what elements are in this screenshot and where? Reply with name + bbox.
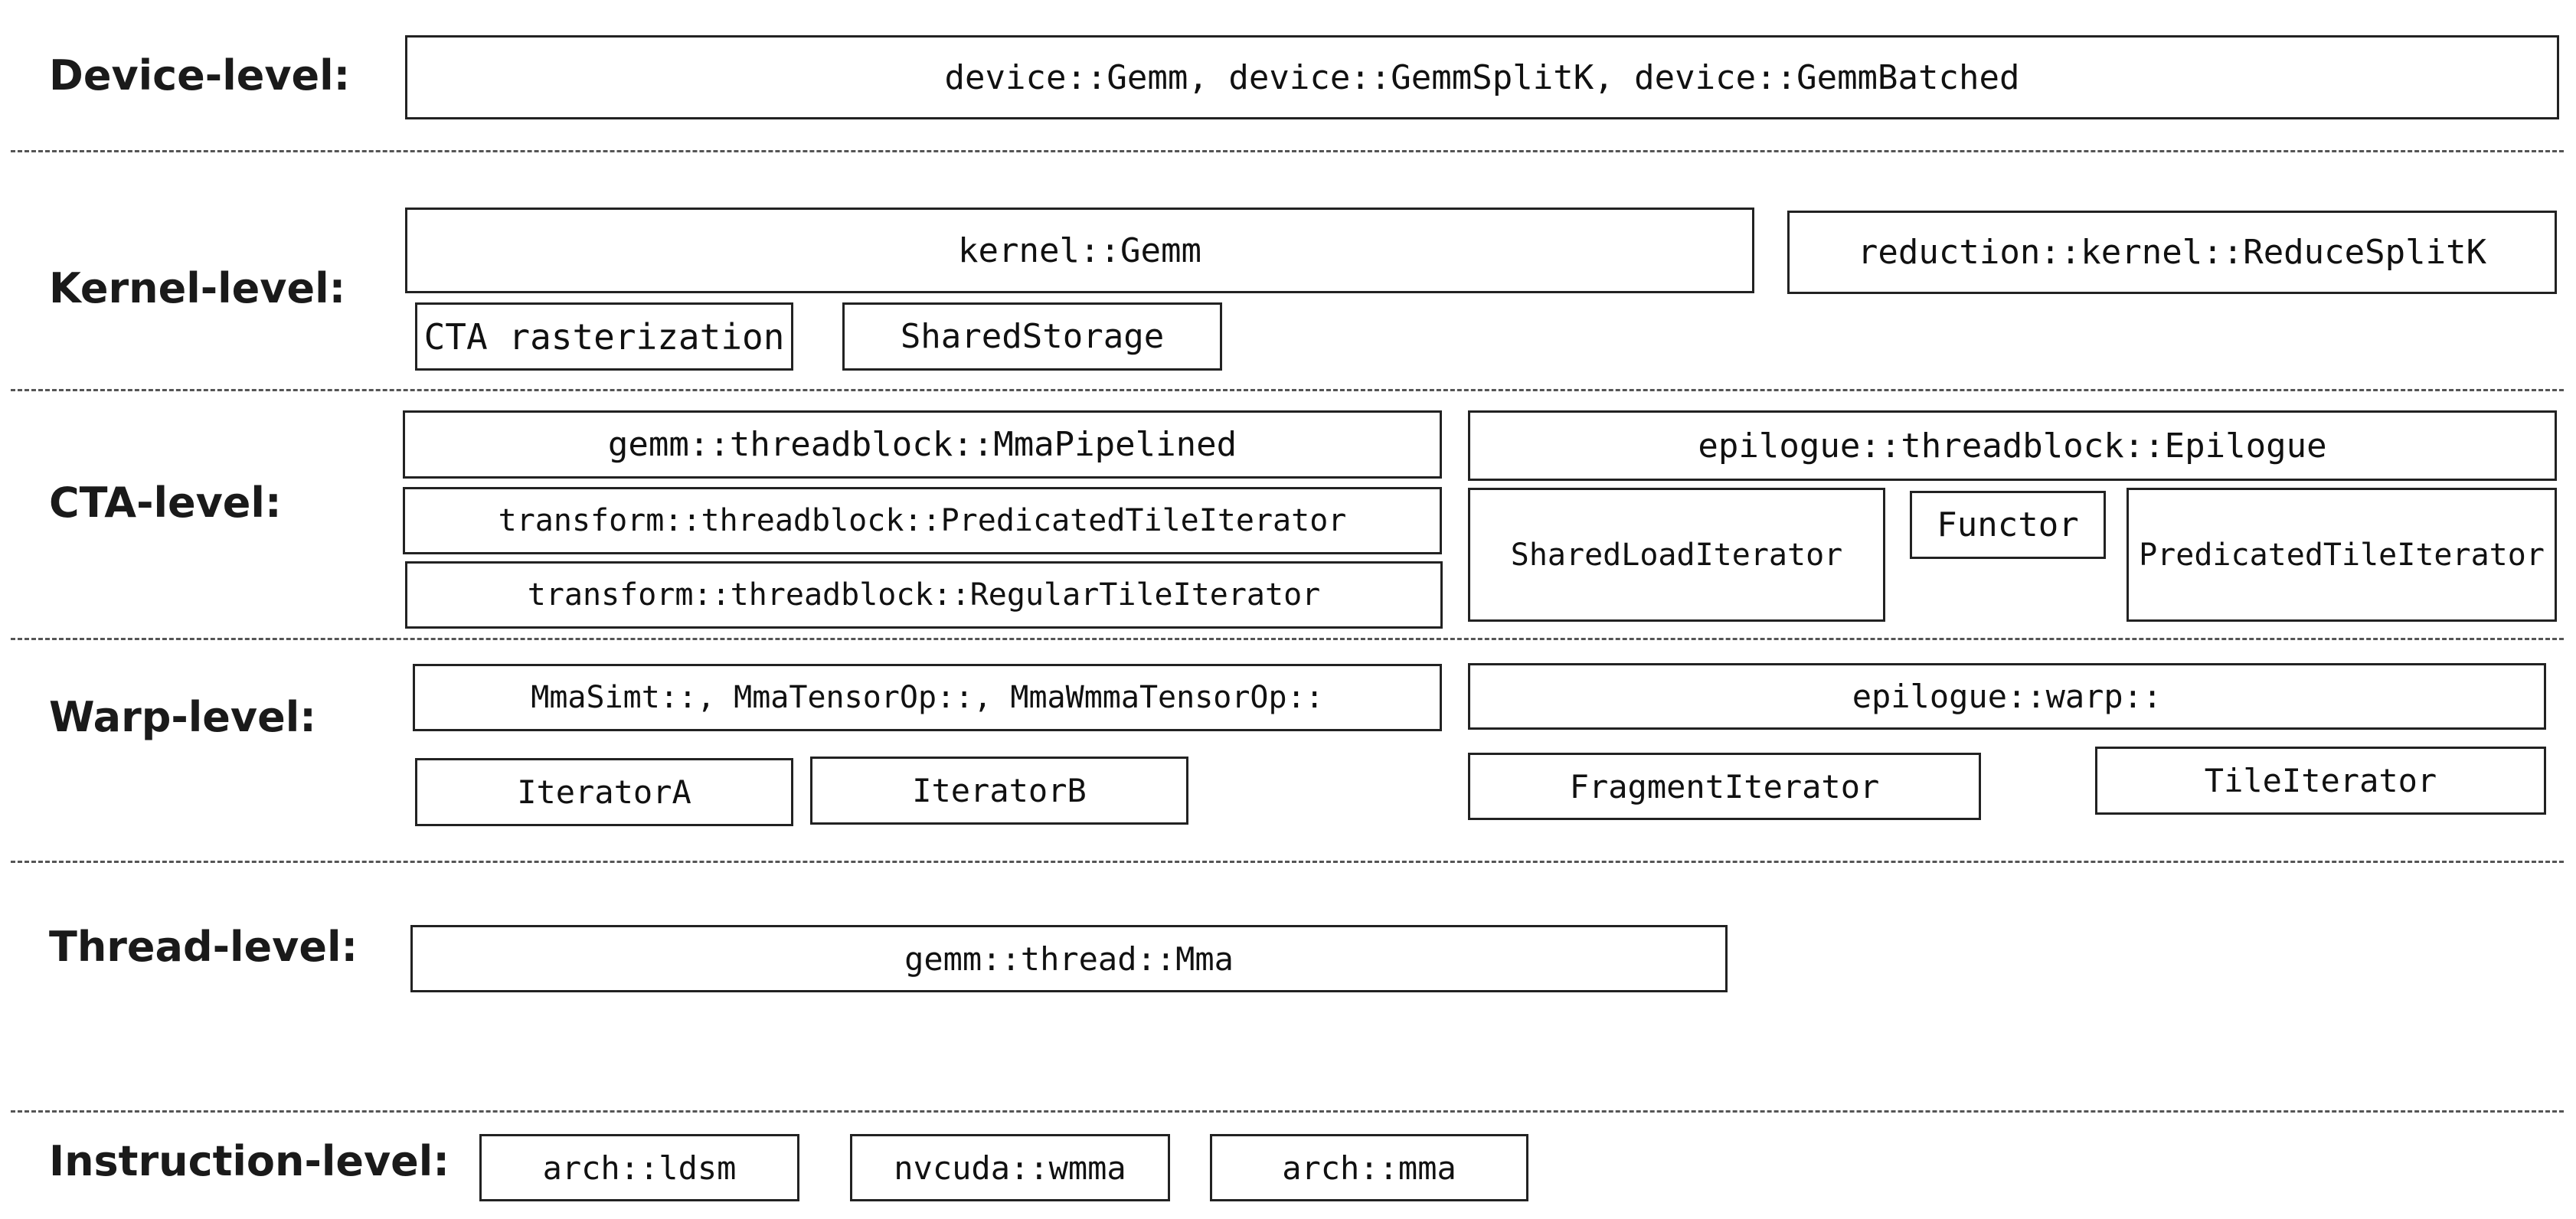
divider-device-kernel — [11, 150, 2564, 152]
tile-iterator-box: TileIterator — [2095, 747, 2546, 815]
iterator-b-box: IteratorB — [810, 757, 1188, 825]
cta-rasterization-box: CTA rasterization — [415, 302, 793, 371]
epilogue-predicated-tile-iterator-box: PredicatedTileIterator — [2127, 488, 2557, 622]
shared-storage-box: SharedStorage — [842, 302, 1222, 371]
device-level-label: Device-level: — [49, 51, 351, 100]
kernel-gemm-box: kernel::Gemm — [405, 208, 1754, 293]
warp-level-label: Warp-level: — [49, 693, 316, 741]
predicated-tile-iterator-box: transform::threadblock::PredicatedTileIt… — [403, 487, 1442, 554]
divider-cta-warp — [11, 638, 2564, 640]
thread-level-label: Thread-level: — [49, 923, 358, 971]
iterator-a-box: IteratorA — [415, 758, 793, 826]
divider-kernel-cta — [11, 389, 2564, 391]
functor-box: Functor — [1910, 491, 2106, 559]
epilogue-threadblock-box: epilogue::threadblock::Epilogue — [1468, 410, 2557, 481]
regular-tile-iterator-box: transform::threadblock::RegularTileItera… — [405, 561, 1443, 629]
mma-pipelined-box: gemm::threadblock::MmaPipelined — [403, 410, 1442, 479]
divider-thread-instruction — [11, 1110, 2564, 1113]
kernel-level-label: Kernel-level: — [49, 264, 346, 312]
shared-load-iterator-box: SharedLoadIterator — [1468, 488, 1885, 622]
cta-level-label: CTA-level: — [49, 479, 282, 527]
arch-ldsm-box: arch::ldsm — [479, 1134, 799, 1201]
arch-mma-box: arch::mma — [1210, 1134, 1528, 1201]
fragment-iterator-box: FragmentIterator — [1468, 753, 1981, 820]
instruction-level-label: Instruction-level: — [49, 1137, 449, 1185]
thread-mma-box: gemm::thread::Mma — [410, 925, 1728, 992]
device-gemm-box: device::Gemm, device::GemmSplitK, device… — [405, 35, 2559, 119]
divider-warp-thread — [11, 861, 2564, 863]
warp-mma-ops-box: MmaSimt::, MmaTensorOp::, MmaWmmaTensorO… — [413, 664, 1442, 731]
epilogue-warp-box: epilogue::warp:: — [1468, 663, 2546, 730]
nvcuda-wmma-box: nvcuda::wmma — [850, 1134, 1170, 1201]
reduce-splitk-box: reduction::kernel::ReduceSplitK — [1787, 211, 2557, 294]
